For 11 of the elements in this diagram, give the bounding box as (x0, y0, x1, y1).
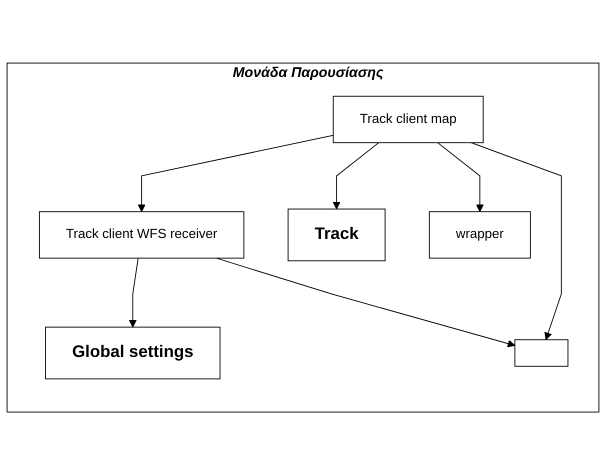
arrow (332, 142, 380, 210)
arrow (128, 258, 139, 328)
node-box: Global settings (45, 327, 220, 380)
arrow (470, 142, 562, 341)
node-box (514, 340, 568, 368)
arrow (437, 142, 484, 212)
arrow (138, 135, 334, 212)
node-box: Track (288, 209, 386, 262)
node-box: wrapper (428, 212, 531, 259)
node-box: Track client map (332, 96, 484, 144)
node-box: Track client WFS receiver (38, 212, 244, 259)
